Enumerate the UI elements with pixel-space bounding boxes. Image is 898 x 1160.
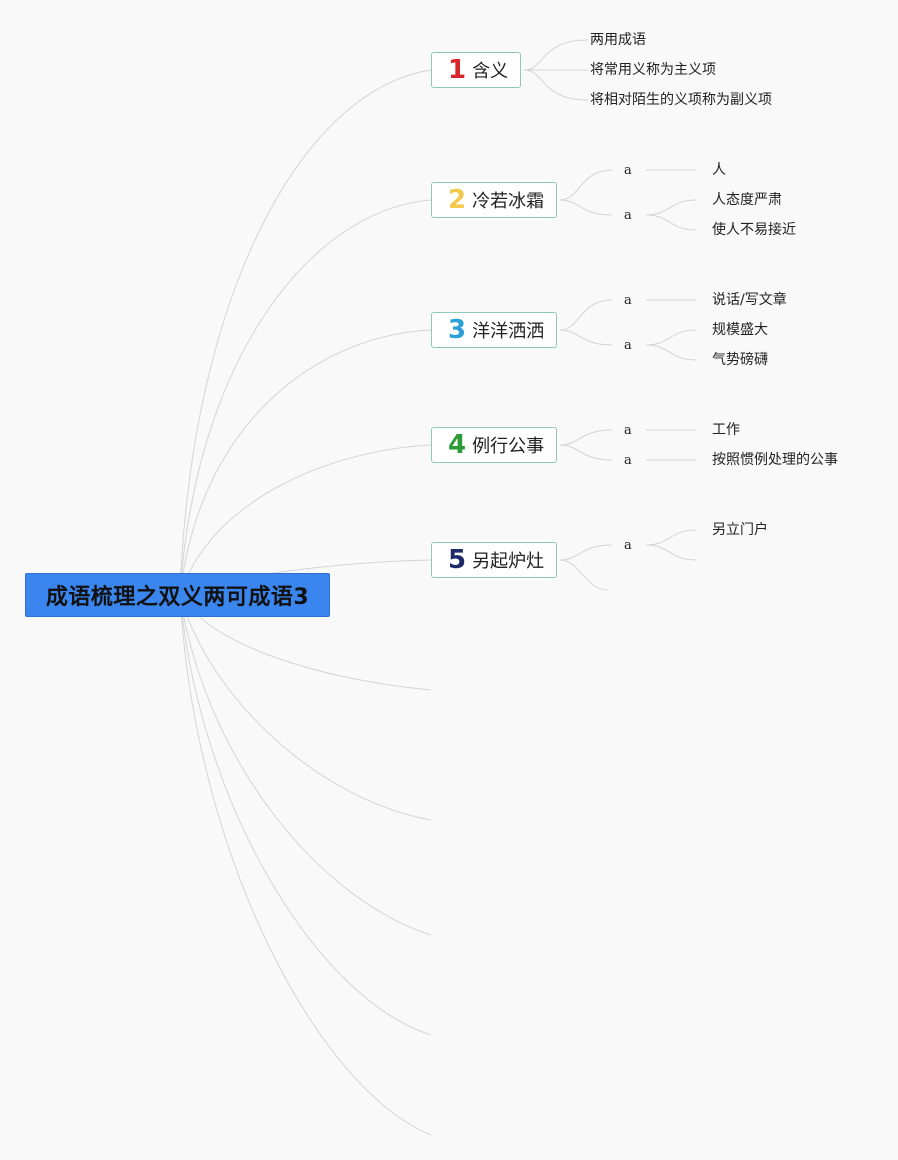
topic-1-note-1[interactable]: 两用成语 xyxy=(590,32,646,48)
topic-4-leaf-2[interactable]: 按照惯例处理的公事 xyxy=(712,452,838,468)
topic-1-number: 1 xyxy=(448,55,467,85)
topic-1-note-2[interactable]: 将常用义称为主义项 xyxy=(590,62,716,78)
topic-3-number: 3 xyxy=(448,315,467,345)
topic-2-leaf-3[interactable]: 使人不易接近 xyxy=(712,222,796,238)
topic-4-leaf-1[interactable]: 工作 xyxy=(712,422,740,438)
topic-4[interactable]: 4 例行公事 xyxy=(431,427,558,463)
topic-2-branch-1[interactable]: a xyxy=(624,163,632,178)
topic-5-branch-1[interactable]: a xyxy=(624,538,632,553)
topic-5-label: 另起炉灶 xyxy=(472,551,545,572)
topic-4-branch-1[interactable]: a xyxy=(624,423,632,438)
topic-2-number: 2 xyxy=(448,185,467,215)
topic-4-number: 4 xyxy=(448,430,467,460)
topic-2[interactable]: 2 冷若冰霜 xyxy=(431,182,558,218)
topic-1-label: 含义 xyxy=(472,61,509,82)
topic-3-leaf-1[interactable]: 说话/写文章 xyxy=(712,292,787,308)
topic-4-branch-2[interactable]: a xyxy=(624,453,632,468)
topic-2-branch-2[interactable]: a xyxy=(624,208,632,223)
topic-3[interactable]: 3 洋洋洒洒 xyxy=(431,312,558,348)
topic-4-label: 例行公事 xyxy=(472,436,545,457)
topic-3-branch-1[interactable]: a xyxy=(624,293,632,308)
topic-2-leaf-1[interactable]: 人 xyxy=(712,162,726,178)
topic-3-branch-2[interactable]: a xyxy=(624,338,632,353)
root-label: 成语梳理之双义两可成语3 xyxy=(45,585,310,610)
topic-1-note-3[interactable]: 将相对陌生的义项称为副义项 xyxy=(590,92,772,108)
topic-3-label: 洋洋洒洒 xyxy=(472,321,545,342)
topic-5[interactable]: 5 另起炉灶 xyxy=(431,542,558,578)
topic-2-leaf-2[interactable]: 人态度严肃 xyxy=(712,192,782,208)
topic-3-leaf-2[interactable]: 规模盛大 xyxy=(712,322,768,338)
topic-3-leaf-3[interactable]: 气势磅礴 xyxy=(712,352,768,368)
topic-2-label: 冷若冰霜 xyxy=(472,191,545,212)
topic-1[interactable]: 1 含义 xyxy=(431,52,522,88)
root-topic[interactable]: 成语梳理之双义两可成语3 xyxy=(25,573,330,617)
topic-5-leaf-1[interactable]: 另立门户 xyxy=(712,522,768,538)
topic-5-number: 5 xyxy=(448,545,467,575)
